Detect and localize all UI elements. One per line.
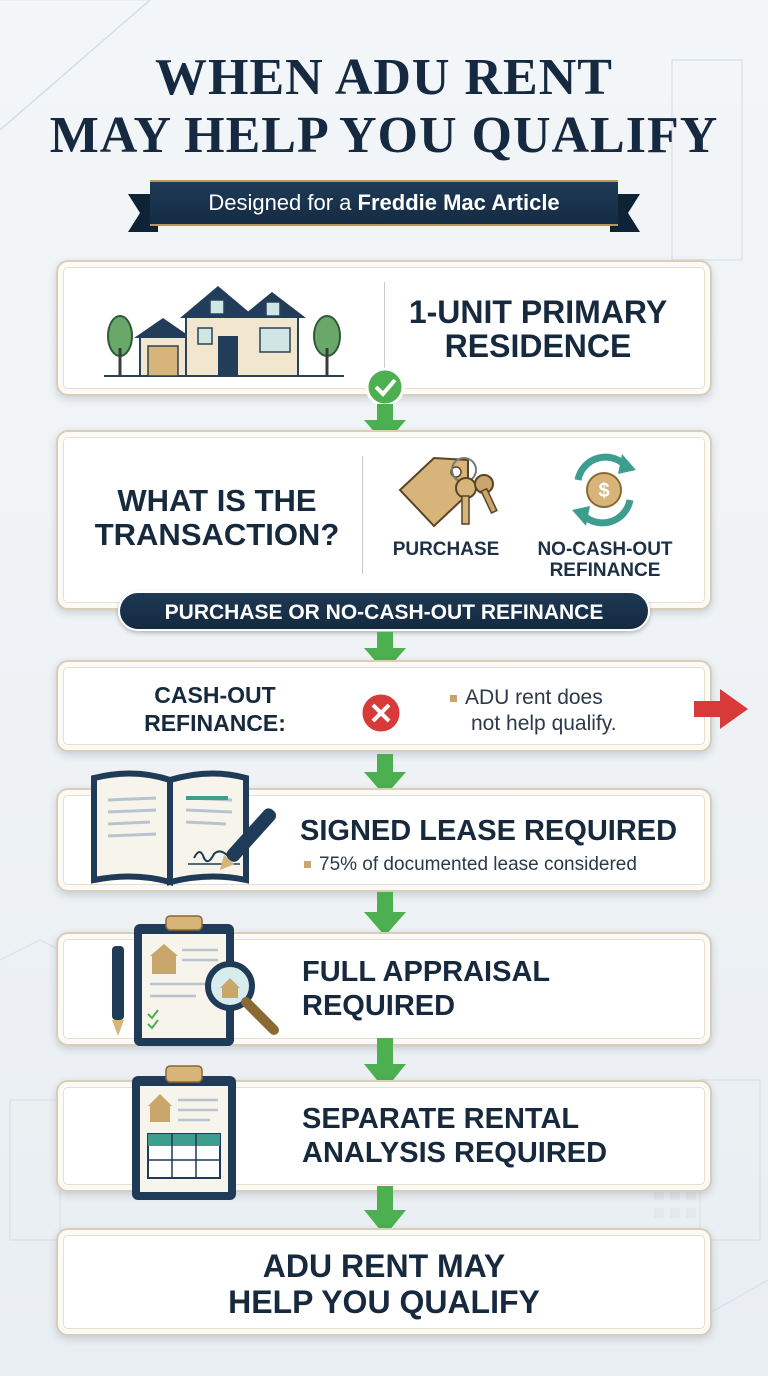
card2-divider (362, 456, 363, 574)
cross-icon (359, 691, 403, 735)
flow-arrow-5 (364, 1038, 406, 1090)
check-icon (365, 367, 405, 407)
final-label-line1: ADU RENT MAY (262, 1248, 506, 1284)
cashout-note-text-line1: ADU rent does (465, 686, 603, 709)
option-refinance-label-line1: NO-CASH-OUT (537, 539, 673, 560)
lease-note-text: 75% of documented lease considered (319, 854, 637, 875)
flow-arrow-3 (364, 754, 406, 796)
option-refinance-label-line2: REFINANCE (549, 560, 661, 581)
appraisal-label-line1: FULL APPRAISAL (302, 956, 551, 988)
bullet-marker (450, 694, 457, 702)
final-label-line2: HELP YOU QUALIFY (228, 1284, 540, 1320)
red-arrow-right-icon (694, 689, 748, 729)
appraisal-label-line2: REQUIRED (302, 990, 456, 1022)
cashout-note-line2: not help qualify. (471, 712, 617, 735)
lease-label: SIGNED LEASE REQUIRED (300, 815, 678, 847)
cashout-label-line1: CASH-OUT (154, 682, 276, 708)
ribbon-emphasis: Freddie Mac Article (357, 190, 560, 215)
keys-tag-icon (398, 456, 498, 528)
house-icon (104, 286, 344, 377)
final-result-card (56, 1228, 712, 1336)
rental-analysis-clipboard-icon (132, 1065, 236, 1200)
page-title-line1: WHEN ADU RENT (155, 49, 613, 106)
option-purchase-label: PURCHASE (392, 539, 500, 560)
bullet-marker (304, 861, 311, 869)
lease-note: 75% of documented lease considered (304, 854, 637, 876)
cashout-note-line1: ADU rent does (450, 686, 603, 710)
primary-residence-label-line1: 1-UNIT PRIMARY (408, 294, 668, 330)
signed-lease-icon (91, 770, 277, 886)
refinance-cycle-icon: $ (572, 453, 636, 527)
rental-analysis-label-line2: ANALYSIS REQUIRED (302, 1137, 608, 1169)
transaction-result-pill: PURCHASE OR NO-CASH-OUT REFINANCE (118, 591, 650, 631)
svg-text:$: $ (598, 480, 609, 502)
subtitle-ribbon: Designed for a Freddie Mac Article (128, 180, 640, 232)
flow-arrow-6 (364, 1186, 406, 1236)
transaction-question-line2: TRANSACTION? (94, 517, 340, 552)
flow-arrow-4 (364, 892, 406, 936)
rental-analysis-label-line1: SEPARATE RENTAL (302, 1103, 580, 1135)
page-title-line2: MAY HELP YOU QUALIFY (49, 107, 719, 164)
ribbon-text: Designed for a Freddie Mac Article (150, 180, 618, 226)
card1-divider (384, 282, 385, 372)
ribbon-prefix: Designed for a (208, 190, 358, 215)
appraisal-clipboard-icon (112, 915, 279, 1046)
cashout-label-line2: REFINANCE: (144, 710, 286, 736)
primary-residence-label-line2: RESIDENCE (444, 328, 632, 364)
transaction-question-line1: WHAT IS THE (117, 483, 317, 518)
